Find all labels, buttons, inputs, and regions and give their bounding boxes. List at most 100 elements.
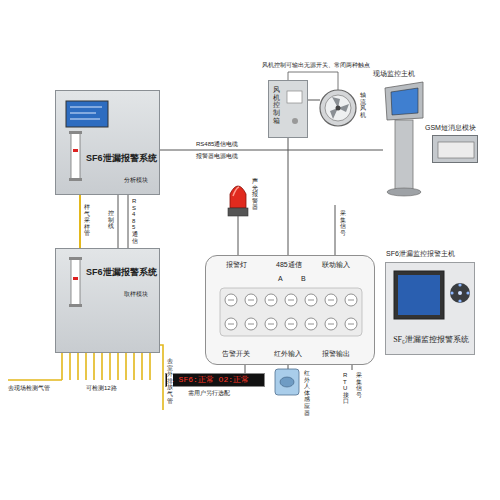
cabinet-parts [69, 178, 82, 181]
node-text: GSM短消息模块 [425, 124, 476, 132]
axial-fan [336, 106, 341, 111]
axial-fan [325, 95, 351, 121]
label-text: 样气采样管 [84, 204, 90, 237]
axial-fan [320, 90, 356, 126]
ir-sensor [275, 369, 299, 395]
node-text: 485通信 [276, 261, 302, 269]
rtu-wire [352, 365, 353, 370]
cabinet-parts [69, 304, 82, 307]
cabinet-parts [66, 101, 108, 127]
terminal-block [228, 300, 354, 324]
led-display: 1 SF6:正常 O2:正常 [165, 373, 265, 387]
cabinet-parts [69, 131, 82, 134]
monitor-kiosk: 现场监控主机 [383, 82, 425, 198]
kiosk-drawing [383, 82, 425, 198]
label-text: 报警器电源电缆 [196, 153, 238, 160]
gas-pipes [8, 353, 150, 380]
label-text: 去室外排放气管 [167, 358, 173, 404]
host-parts [466, 291, 469, 294]
connector [128, 195, 129, 248]
host-parts [458, 299, 461, 302]
connector [79, 195, 81, 248]
alarm-wire [238, 216, 239, 255]
label-text: 采集信号 [356, 372, 362, 398]
gsm-parts [433, 136, 477, 162]
cabinet-parts [71, 259, 80, 305]
node-text: SF6泄漏报警系统 [86, 153, 157, 163]
label-text: 轴流风机 [360, 92, 366, 118]
alarm-light [228, 186, 248, 216]
ir-sensor [275, 369, 299, 395]
ir-sensor [280, 377, 294, 387]
analysis-cabinet: SF6泄漏报警系统分析模块 [55, 90, 160, 195]
host-parts [458, 291, 462, 295]
kiosk-drawing [387, 188, 421, 196]
alarm-light [233, 187, 239, 196]
signal-wire [335, 205, 336, 255]
kiosk-drawing [395, 120, 413, 190]
connector [288, 138, 289, 255]
node-text: 联动输入 [322, 261, 350, 269]
label-text: 红外人体感应器 [304, 370, 310, 416]
box-parts [287, 91, 302, 103]
connector [118, 195, 119, 248]
terminal-block [206, 256, 374, 364]
node-text: B [301, 275, 306, 283]
connector [160, 150, 383, 151]
cabinet-parts [56, 249, 159, 352]
node-text: 分析模块 [124, 177, 148, 184]
node-text: 现场监控主机 [373, 70, 415, 78]
host-parts [458, 283, 461, 286]
kiosk-drawing [385, 82, 423, 120]
cabinet-parts [70, 107, 102, 119]
ir-wire [288, 365, 289, 369]
label-text: 控制线 [108, 210, 114, 230]
node-text: 取样模块 [124, 291, 148, 298]
node-text: 风机控制箱 [273, 86, 280, 124]
gsm-parts [438, 142, 474, 158]
fan-wire [308, 100, 320, 101]
kiosk-drawing [391, 88, 418, 115]
axial-fan [330, 97, 349, 119]
sampling-cabinet: SF6泄漏报警系统取样模块 [55, 248, 160, 353]
cabinet-parts [69, 257, 82, 260]
exhaust-pipe [160, 345, 163, 410]
node-text: 红外输入 [274, 350, 302, 358]
terminal-panel: 报警灯 485通信 A B 联动输入告警开关 红外输入 报警输出 [205, 255, 375, 365]
box-parts [292, 118, 298, 124]
node-text: SF₆泄漏监控报警系统 [389, 335, 473, 344]
label-text: 声光报警器 [252, 178, 258, 211]
label-text: RS485通信 [132, 198, 138, 244]
node-text: SF6泄漏监控报警主机 [386, 250, 455, 258]
node-text: 告警开关 [222, 350, 250, 358]
terminal-block [225, 294, 357, 330]
host-parts [450, 283, 470, 303]
terminal-block [220, 288, 362, 336]
node-text: 报警灯 [226, 261, 247, 269]
label-text: 可检测12路 [86, 385, 117, 392]
label-text: 需用户另行选配 [188, 390, 230, 397]
fan-control-box: 风机控制箱 [268, 80, 308, 138]
cabinet-parts [73, 277, 78, 280]
label-text: 去现场检测气管 [8, 385, 50, 392]
cabinet-parts [71, 133, 80, 179]
node-text: A [278, 275, 283, 283]
label-text: 采集信号 [340, 210, 346, 236]
host-parts [394, 271, 444, 319]
label-text: RTU接口 [343, 372, 349, 405]
host-parts [398, 275, 440, 315]
axial-fan [320, 90, 356, 126]
node-text: 报警输出 [322, 350, 350, 358]
alarm-host: SF6泄漏监控报警主机SF₆泄漏监控报警系统 [385, 262, 475, 355]
host-parts [450, 291, 453, 294]
alarm-light [230, 186, 246, 208]
label-text: 风机控制可输出无源开关、常闭两种触点 [262, 62, 370, 69]
label-text: RS485通信电缆 [196, 141, 238, 148]
node-text: 1 SF6:正常 O2:正常 [169, 375, 249, 384]
connector [245, 365, 246, 373]
alarm-light [228, 208, 248, 216]
node-text: SF6泄漏报警系统 [86, 267, 157, 277]
gsm-module: GSM短消息模块 [432, 135, 478, 163]
cabinet-parts [73, 149, 78, 152]
